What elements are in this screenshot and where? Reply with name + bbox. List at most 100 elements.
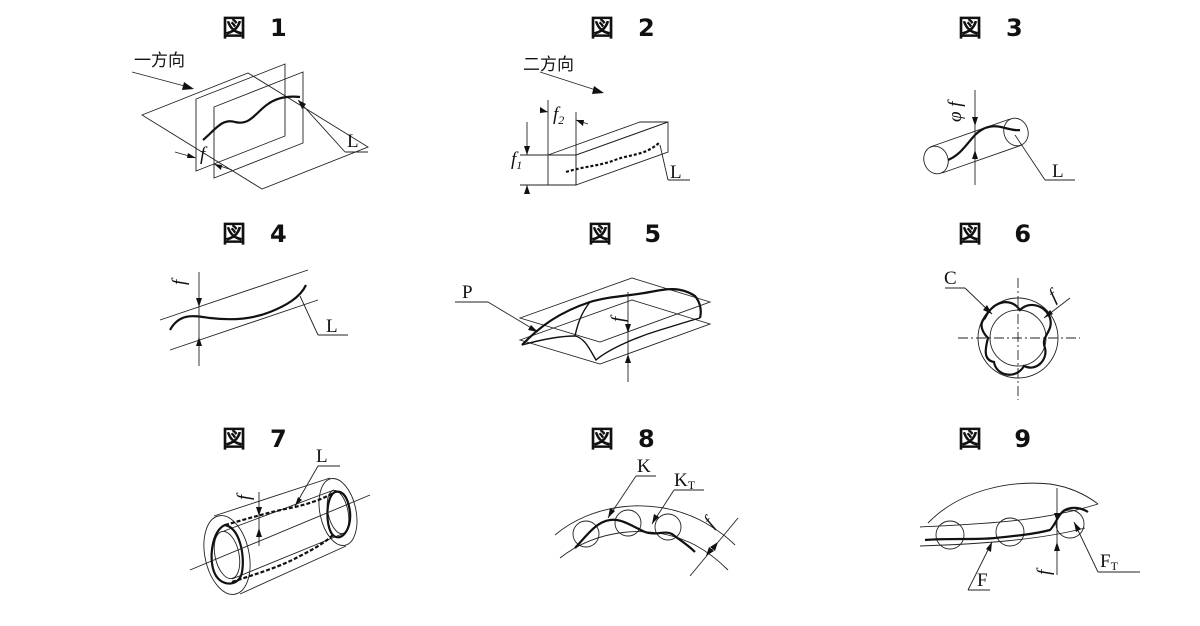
fig7-dim-arrow-1 [256,507,262,516]
fig1-direction-arrow [131,71,193,89]
fig2-direction-arrow [539,71,603,93]
fig9-profile [924,506,1089,542]
fig6-label-C: C [944,268,957,289]
fig9-circle-1 [935,520,965,550]
fig1-direction-arrowhead [182,82,194,90]
fig5-surface-ridge [574,301,591,337]
fig9-dome-arc [927,482,1099,524]
fig8-leader-KT-arrow [652,514,659,524]
figure-2-title: 図 2 [590,14,655,42]
fig2-f1-arrowhead-2 [524,185,530,194]
fig3-axis-line [947,125,1021,162]
fig6-profile [980,301,1052,376]
fig7-axis [189,494,371,571]
fig6-label-f: f [1045,284,1064,306]
fig8-circle-3 [654,513,682,541]
fig1-label-f: f [200,144,208,165]
figure-3-title: 図 3 [958,14,1023,42]
fig2-f2-arrowhead-2 [576,120,584,126]
fig8-dim-arrow-1 [706,547,714,556]
fig5-upper-plane [518,277,712,343]
figure-5: 図 5 f P [455,220,712,382]
fig4-line-element [169,284,307,331]
fig7-dim-arrow-2 [256,528,262,537]
fig9-circle-3 [1055,509,1085,539]
figure-4: 図 4 f L [159,220,348,366]
fig7-inner-end-left [213,530,241,580]
fig8-circle-2 [614,509,642,537]
fig2-label-L: L [670,162,682,183]
fig8-dim-arrow-2 [710,542,718,551]
fig5-label-f: f [608,314,629,322]
fig1-vertical-plane-1 [195,63,286,172]
fig4-leader-L [299,295,319,336]
fig7-label-f: f [234,492,255,500]
fig4-boundary-bottom [169,299,319,351]
fig1-dim-arrow-2 [214,164,222,170]
fig8-circle-1 [572,520,600,548]
fig9-label-f: f [1034,567,1055,575]
fig7-outer-top [213,477,331,517]
fig4-label-f: f [169,277,190,285]
figure-2: 図 2 L 二方向 f1 f2 [511,14,690,194]
fig3-cylinder-top [929,118,1011,148]
fig9-label-FT: FT [1100,551,1119,573]
fig5-leader-P [487,301,539,333]
fig5-dim-arrow-1 [625,324,631,333]
figure-6: 図 6 C f [944,220,1080,400]
fig7-leader-arrow [295,497,302,506]
fig3-cylinder-end-left [923,145,949,175]
fig8-arc-outer [554,505,736,546]
fig5-surface-edges [521,317,701,362]
fig9-leader-F-arrow [986,542,992,552]
fig5-dim-arrow-2 [625,354,631,363]
fig9-dim-arrow-2 [1054,542,1060,551]
fig7-surface-end-right [326,490,352,539]
fig3-label-L: L [1052,161,1064,182]
fig2-leader-L [659,144,669,181]
fig2-f1-arrowhead-1 [524,146,530,155]
fig6-dim-arrow [1044,310,1053,318]
figure-4-title: 図 4 [222,220,287,248]
fig5-surface-top [521,288,702,346]
fig1-label-L: L [347,131,359,152]
fig8-profile [574,518,696,553]
fig7-label-L: L [316,446,328,467]
figure-9: 図 9 f F FT [919,425,1140,591]
fig3-cylinder-bottom [941,144,1023,174]
fig9-dim-arrow-1 [1054,513,1060,522]
fig9-circle-2 [995,517,1025,547]
fig8-label-K: K [637,456,651,477]
fig2-direction-arrowhead [592,86,604,94]
figure-1: 図 1 L 一方向 f [131,14,369,190]
fig7-outer-end-left [203,515,251,595]
fig1-horizontal-plane [141,72,369,190]
figure-8-title: 図 8 [590,425,655,453]
fig7-surface-bottom [231,533,335,584]
figure-5-title: 図 5 [588,220,661,248]
fig1-line-element [202,95,301,141]
figure-9-title: 図 9 [958,425,1031,453]
fig8-leader-K-arrow [608,508,615,518]
figure-6-title: 図 6 [958,220,1031,248]
fig1-label-direction: 一方向 [134,51,185,71]
fig8-label-KT: KT [674,470,696,492]
fig2-label-direction: 二方向 [523,55,574,75]
fig1-vertical-plane-2 [213,71,304,179]
fig1-leader-arrow [298,100,306,109]
fig1-leader-L [297,99,346,153]
fig4-label-L: L [326,316,338,337]
fig6-leader-arrow [983,305,992,314]
fig5-label-P: P [462,282,473,303]
fig8-label-f: f [700,512,721,532]
fig4-boundary-top [159,269,309,321]
fig7-surface-top [224,491,336,527]
fig2-box-side [575,121,669,186]
fig2-label-f2: f2 [553,104,564,127]
fig3-leader-L [1014,134,1046,181]
fig7-outer-bottom [239,545,347,595]
fig7-surface-end-left [210,523,244,585]
fig2-line-element [565,141,661,174]
